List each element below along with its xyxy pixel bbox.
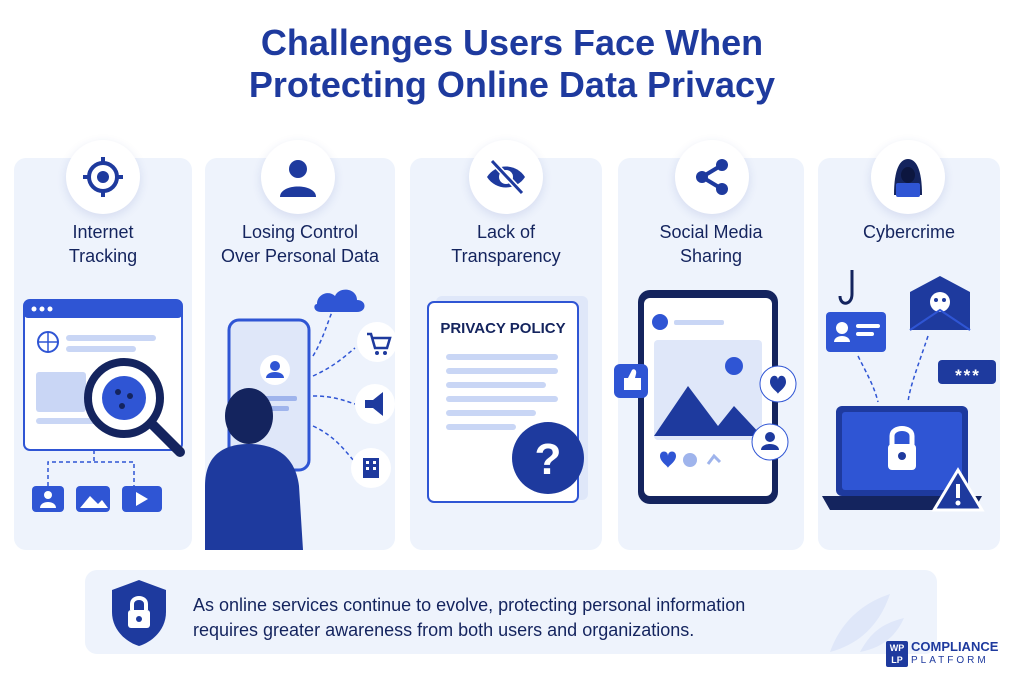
footer-banner [85,570,937,654]
panel-title-losing-control: Losing Control Over Personal Data [220,222,380,266]
losing-control-illustration [205,289,395,550]
social-media-phone [614,290,797,504]
leaf-decoration-icon [830,594,904,652]
share-icon-circle [675,140,749,214]
footer-message: As online services continue to evolve, p… [193,595,746,640]
title-line-1: Challenges Users Face When [260,22,764,63]
internet-tracking-illustration [23,299,185,512]
brand-logo: WP LP [886,641,908,667]
hacker-icon [894,159,922,197]
privacy-policy-document: ? [427,296,588,503]
page-title: Challenges Users Face When Protecting On… [0,22,1024,106]
eye-slash-icon-circle [469,140,543,214]
shield-lock-icon [112,580,166,646]
hacker-icon-circle [871,140,945,214]
share-icon [696,159,728,195]
title-line-2: Protecting Online Data Privacy [248,64,776,105]
privacy-policy-label: PRIVACY POLICY [440,320,566,337]
crosshair-icon [83,157,123,197]
panel-title-internet-tracking: Internet Tracking [68,222,138,266]
panel-title-cybercrime: Cybercrime [862,222,955,242]
user-icon-circle [261,140,335,214]
panel-title-social-media: Social Media Sharing [659,222,763,266]
svg-text:?: ? [535,435,562,484]
cybercrime-illustration [822,270,996,512]
brand-name: COMPLIANCE [911,639,999,654]
brand-sub: PLATFORM [911,655,989,666]
eye-slash-icon [487,158,525,196]
password-mask: *** [955,366,981,385]
user-icon [280,160,316,197]
panel-title-lack-transparency: Lack of Transparency [451,222,561,266]
crosshair-icon-circle [66,140,140,214]
